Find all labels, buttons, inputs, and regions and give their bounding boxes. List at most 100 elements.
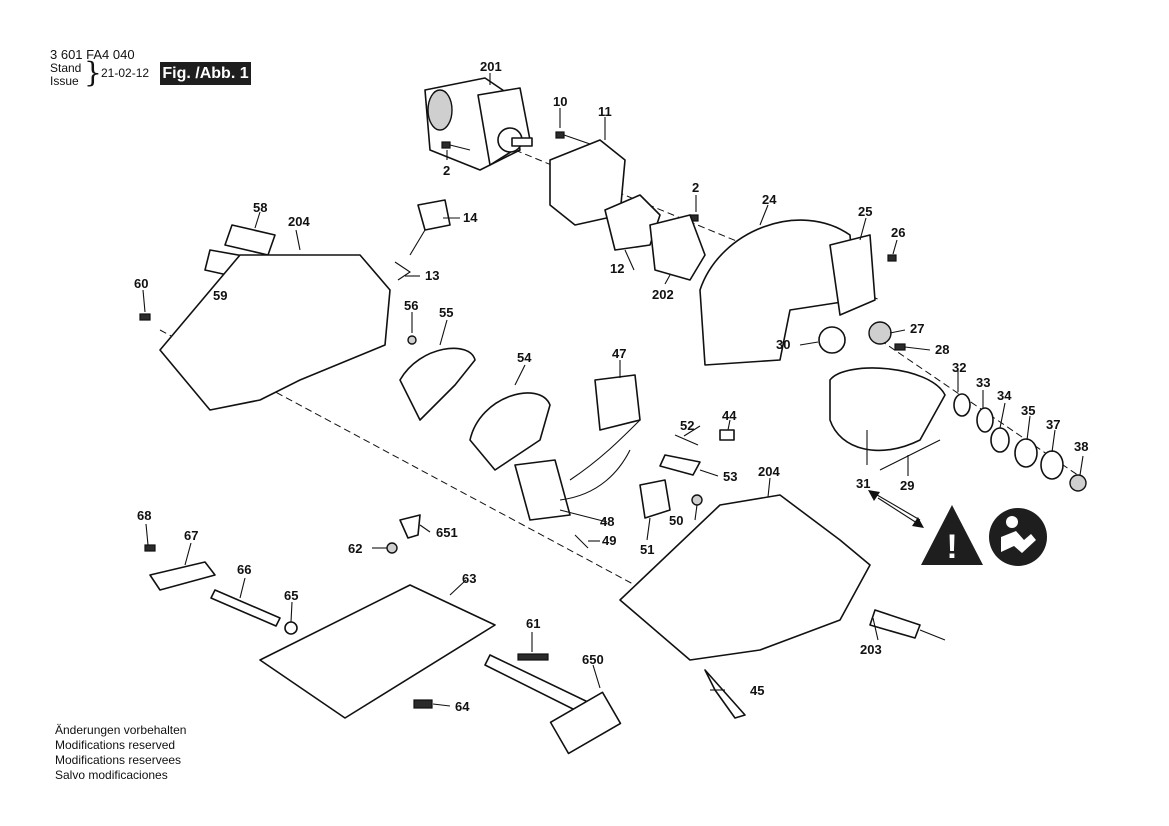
spring-part-52	[674, 434, 699, 446]
ring-part-33	[976, 407, 994, 433]
washer-part-65	[284, 621, 298, 635]
label-30: 30	[776, 337, 790, 352]
label-12: 12	[610, 261, 624, 276]
label-51: 51	[640, 542, 654, 557]
part-labels: 201 10 11 2 2 24 25 26 14 13 58 204 59 6…	[134, 59, 1088, 714]
bearing-part-27	[868, 321, 892, 345]
label-11: 11	[598, 104, 612, 119]
brush-lead-203	[919, 629, 946, 641]
bracket-part-25	[829, 234, 876, 316]
trigger-part-51	[639, 479, 671, 519]
label-44: 44	[722, 408, 737, 423]
label-part-58	[224, 224, 276, 256]
label-33: 33	[976, 375, 990, 390]
label-651: 651	[436, 525, 458, 540]
modifications-notes: Änderungen vorbehalten Modifications res…	[55, 723, 186, 783]
read-manual-icon	[989, 508, 1047, 566]
part-44	[719, 429, 735, 441]
label-53: 53	[723, 469, 737, 484]
warning-triangle-icon: !	[921, 505, 983, 566]
label-56: 56	[404, 298, 418, 313]
pin-part-66	[210, 589, 281, 627]
label-203: 203	[860, 642, 882, 657]
screw-part-64	[413, 699, 433, 709]
label-49: 49	[602, 533, 616, 548]
note-english: Modifications reserved	[55, 738, 176, 752]
brush-part-203	[869, 609, 921, 639]
label-35: 35	[1021, 403, 1035, 418]
nut-part-62	[386, 542, 398, 554]
screw-part-60	[139, 313, 151, 321]
bushing-part-30	[818, 326, 846, 354]
wing-screw-part-651	[399, 514, 421, 539]
label-650: 650	[582, 652, 604, 667]
label-55: 55	[439, 305, 453, 320]
knob-part-14	[417, 199, 451, 231]
lever-part-53	[659, 454, 701, 476]
label-27: 27	[910, 321, 924, 336]
spring-part-49	[574, 534, 589, 549]
screw-part-56	[407, 335, 417, 345]
screw-part-61	[517, 653, 549, 661]
ring-part-32	[953, 393, 971, 417]
stand-label: Stand	[50, 61, 82, 75]
wiring-part-47	[559, 419, 641, 501]
label-34: 34	[997, 388, 1012, 403]
label-60: 60	[134, 276, 148, 291]
screw-part-2a	[441, 141, 471, 151]
warning-symbol: !	[946, 528, 957, 566]
label-62: 62	[348, 541, 362, 556]
label-25: 25	[858, 204, 872, 219]
label-13: 13	[425, 268, 439, 283]
label-204a: 204	[288, 214, 310, 229]
label-58: 58	[253, 200, 267, 215]
label-68: 68	[137, 508, 151, 523]
switch-part-47	[594, 374, 641, 431]
label-37: 37	[1046, 417, 1060, 432]
label-2a: 2	[443, 163, 450, 178]
upper-guard-part-24	[699, 219, 856, 366]
label-50: 50	[669, 513, 683, 528]
label-67: 67	[184, 528, 198, 543]
issue-label: Issue	[50, 74, 79, 88]
direction-arrows	[868, 490, 924, 528]
screw-part-26	[887, 254, 897, 262]
issue-date: 21-02-12	[101, 66, 150, 80]
base-plate-part-63	[259, 584, 496, 719]
label-47: 47	[612, 346, 626, 361]
leader-lines	[142, 73, 1084, 707]
flange-part-37	[1040, 450, 1064, 480]
lower-guard-part-31	[829, 367, 946, 452]
label-202: 202	[652, 287, 674, 302]
label-201: 201	[480, 59, 502, 74]
label-54: 54	[517, 350, 532, 365]
label-32: 32	[952, 360, 966, 375]
label-28: 28	[935, 342, 949, 357]
note-spanish: Salvo modificaciones	[55, 768, 168, 782]
gearbox-part-202	[649, 214, 706, 281]
label-63: 63	[462, 571, 476, 586]
screw-part-28	[894, 343, 906, 351]
switch-module-part-48	[514, 459, 571, 521]
motor-part-201	[424, 77, 533, 171]
label-2b: 2	[692, 180, 699, 195]
label-29: 29	[900, 478, 914, 493]
lever-part-67	[149, 561, 216, 591]
label-14: 14	[463, 210, 478, 225]
figure-label: Fig. /Abb. 1	[160, 62, 251, 85]
note-french: Modifications reservees	[55, 753, 182, 767]
screw-part-68	[144, 544, 156, 552]
housing-half-part-204-right	[619, 494, 871, 661]
label-26: 26	[891, 225, 905, 240]
shaft-part-14	[409, 229, 426, 256]
label-31: 31	[856, 476, 870, 491]
label-10: 10	[553, 94, 567, 109]
bolt-part-38	[1069, 474, 1087, 492]
label-24: 24	[762, 192, 777, 207]
washer-part-34	[990, 427, 1010, 453]
brace-icon: }	[84, 56, 102, 89]
label-38: 38	[1074, 439, 1088, 454]
label-48: 48	[600, 514, 614, 529]
